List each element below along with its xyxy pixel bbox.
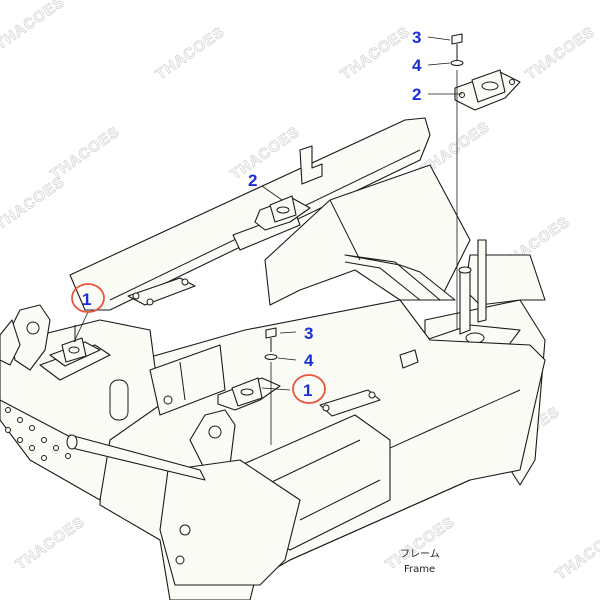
callout-circle bbox=[292, 374, 326, 404]
frame-caption: フレーム Frame bbox=[400, 548, 440, 575]
callout-1-left: 1 bbox=[82, 290, 91, 309]
watermark-text: THACOES bbox=[338, 23, 414, 83]
right-post bbox=[459, 267, 471, 335]
bolt-3-top bbox=[451, 33, 463, 45]
mount-left bbox=[39, 325, 111, 381]
mount-mid-lower bbox=[217, 327, 281, 445]
rear-bracket bbox=[299, 145, 323, 185]
callout-2-mid: 2 bbox=[248, 171, 257, 190]
callout-1-mid: 1 bbox=[303, 381, 312, 400]
washer-4-top bbox=[450, 60, 464, 66]
callout-4-top: 4 bbox=[412, 56, 422, 75]
mount-top-right bbox=[450, 33, 521, 330]
left-arm-bracket bbox=[9, 304, 51, 371]
callout-4-mid: 4 bbox=[304, 351, 314, 370]
callout-3-mid: 3 bbox=[304, 324, 313, 343]
watermark-text: THACOES bbox=[153, 23, 229, 83]
rivet-row bbox=[5, 407, 71, 461]
bolt-3-mid bbox=[265, 327, 277, 339]
cover-plate-left bbox=[127, 277, 196, 306]
watermark-text: THACOES bbox=[553, 523, 600, 583]
right-side-panel bbox=[464, 254, 546, 306]
watermark-text: THACOES bbox=[0, 173, 68, 233]
callout-3-top: 3 bbox=[412, 28, 421, 47]
watermark-text: THACOES bbox=[13, 513, 89, 573]
callout-circle bbox=[71, 283, 105, 313]
caption-jp: フレーム bbox=[400, 548, 440, 560]
callout-labels: 3 4 2 2 1 3 4 1 bbox=[71, 28, 422, 404]
mount-mid-top bbox=[232, 195, 311, 251]
washer-4-mid bbox=[264, 354, 278, 360]
cover-plate-right bbox=[319, 389, 381, 417]
caption-en: Frame bbox=[404, 564, 435, 575]
watermark-text: THACOES bbox=[523, 23, 599, 83]
frame-assembly bbox=[0, 117, 546, 600]
top-rail bbox=[69, 117, 431, 311]
watermark-text: THACOES bbox=[0, 0, 68, 53]
callout-2-top: 2 bbox=[412, 85, 421, 104]
leader-lines bbox=[73, 36, 462, 391]
